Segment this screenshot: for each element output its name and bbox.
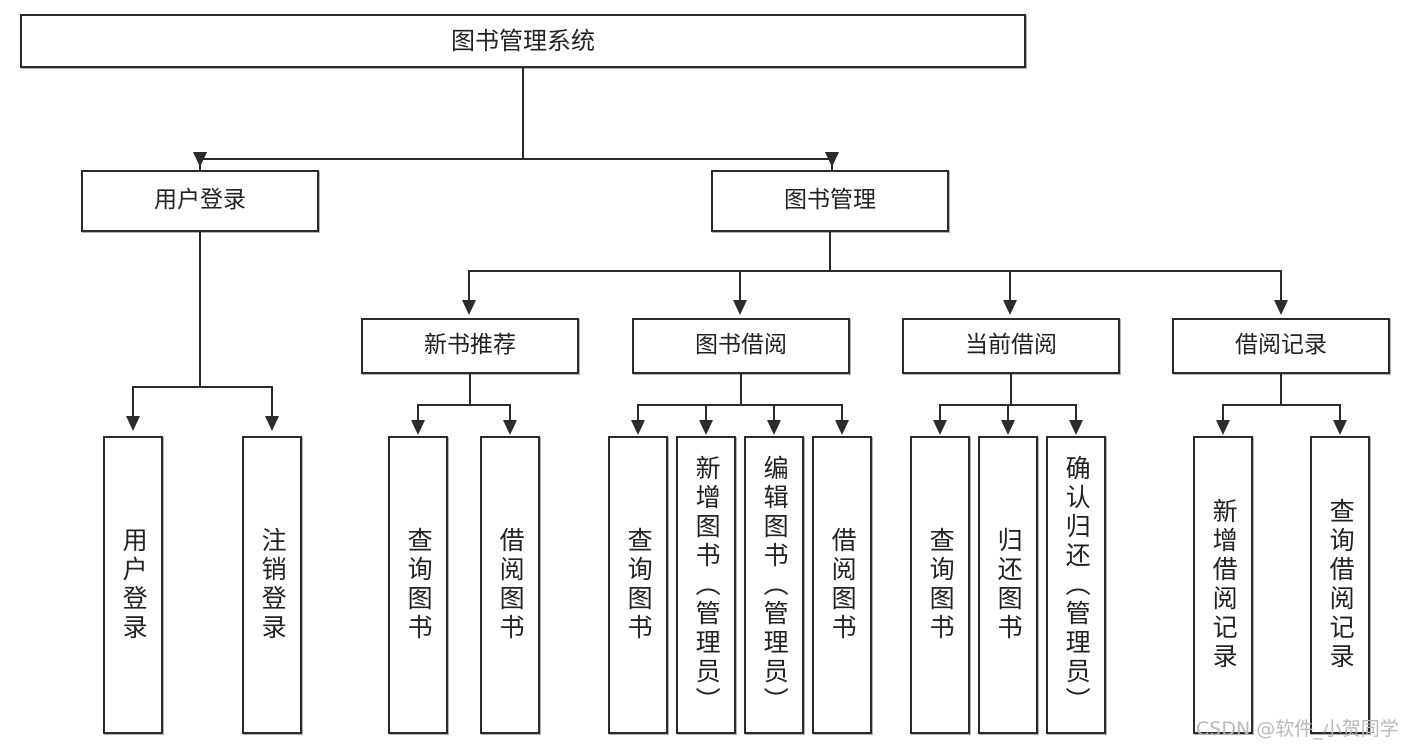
node-leaf-borrow-book[interactable]: 借阅图书 <box>812 436 872 734</box>
connector-root-bus <box>199 158 833 160</box>
connector-br-to-add-borrow-rec <box>1222 404 1224 422</box>
arrow-br-to-add-borrow-rec <box>1216 420 1230 435</box>
node-leaf-edit-book-admin-label: 编辑图书（管理员） <box>760 454 790 716</box>
arrow-nbr-to-borrow-book <box>503 420 517 435</box>
node-leaf-query-book-label: 查询图书 <box>624 527 654 643</box>
node-leaf-user-logout[interactable]: 注销登录 <box>242 436 302 734</box>
node-leaf-user-login-label: 用户登录 <box>119 527 149 643</box>
connector-br-to-query-borrow-rec <box>1339 404 1341 422</box>
arrow-bb-to-borrow-book <box>835 420 849 435</box>
connector-new-book-rec-stem <box>469 374 471 406</box>
connector-book-borrow-stem <box>740 374 742 406</box>
node-root[interactable]: 图书管理系统 <box>20 14 1026 68</box>
arrow-br-to-query-borrow-rec <box>1333 420 1347 435</box>
node-leaf-query-borrow-record[interactable]: 查询借阅记录 <box>1310 436 1370 734</box>
node-leaf-user-login[interactable]: 用户登录 <box>103 436 163 734</box>
connector-book-manage-stem <box>829 232 831 272</box>
node-leaf-borrow-book-recommend[interactable]: 借阅图书 <box>480 436 540 734</box>
connector-bb-to-borrow-book <box>841 404 843 422</box>
connector-bm-to-current-borrow <box>1009 270 1011 302</box>
arrow-root-to-book-manage <box>825 152 839 167</box>
node-book-manage[interactable]: 图书管理 <box>711 170 949 232</box>
node-leaf-user-logout-label: 注销登录 <box>258 527 288 643</box>
arrow-cb-to-confirm-return <box>1069 420 1083 435</box>
node-leaf-add-book-admin[interactable]: 新增图书（管理员） <box>676 436 736 734</box>
connector-user-login-stem <box>199 232 201 388</box>
connector-ul-to-leaf-user-logout <box>271 386 273 418</box>
arrow-cb-to-query-book <box>933 420 947 435</box>
connector-borrow-record-stem <box>1280 374 1282 406</box>
connector-borrow-record-bus <box>1222 404 1341 406</box>
connector-book-manage-bus <box>468 270 1282 272</box>
connector-ul-to-leaf-user-login <box>132 386 134 418</box>
node-book-borrow[interactable]: 图书借阅 <box>632 318 850 374</box>
node-leaf-return-book-label: 归还图书 <box>994 527 1024 643</box>
connector-bb-to-add-book <box>705 404 707 422</box>
node-leaf-query-borrow-record-label: 查询借阅记录 <box>1326 498 1356 672</box>
node-leaf-add-borrow-record-label: 新增借阅记录 <box>1209 498 1239 672</box>
arrow-bm-to-borrow-record <box>1274 300 1288 315</box>
csdn-watermark: CSDN @软件_小贺同学 <box>1196 718 1399 740</box>
connector-bm-to-new-book-rec <box>468 270 470 302</box>
node-leaf-add-book-admin-label: 新增图书（管理员） <box>692 454 722 716</box>
arrow-bm-to-new-book-rec <box>462 300 476 315</box>
node-book-manage-label: 图书管理 <box>784 187 876 214</box>
node-leaf-edit-book-admin[interactable]: 编辑图书（管理员） <box>744 436 804 734</box>
node-leaf-return-book[interactable]: 归还图书 <box>978 436 1038 734</box>
node-leaf-query-book-recommend[interactable]: 查询图书 <box>388 436 448 734</box>
arrow-ul-to-leaf-user-logout <box>265 416 279 431</box>
connector-current-borrow-stem <box>1010 374 1012 406</box>
node-root-label: 图书管理系统 <box>451 26 595 55</box>
connector-nbr-to-query-book <box>417 404 419 422</box>
connector-book-borrow-bus <box>637 404 842 406</box>
node-user-login-label: 用户登录 <box>154 187 246 214</box>
node-leaf-confirm-return-admin-label: 确认归还（管理员） <box>1062 454 1092 716</box>
node-current-borrow-label: 当前借阅 <box>965 332 1057 359</box>
connector-bm-to-book-borrow <box>739 270 741 302</box>
node-leaf-query-book-current[interactable]: 查询图书 <box>910 436 970 734</box>
node-leaf-query-book-current-label: 查询图书 <box>926 527 956 643</box>
node-borrow-record[interactable]: 借阅记录 <box>1172 318 1390 374</box>
connector-bb-to-query-book <box>637 404 639 422</box>
arrow-bm-to-current-borrow <box>1003 300 1017 315</box>
connector-bb-to-edit-book <box>773 404 775 422</box>
arrow-ul-to-leaf-user-login <box>126 416 140 431</box>
arrow-bb-to-edit-book <box>767 420 781 435</box>
node-leaf-query-book-recommend-label: 查询图书 <box>404 527 434 643</box>
node-new-book-recommend-label: 新书推荐 <box>424 332 516 359</box>
connector-cb-to-query-book <box>939 404 941 422</box>
arrow-nbr-to-query-book <box>411 420 425 435</box>
node-leaf-borrow-book-label: 借阅图书 <box>828 527 858 643</box>
arrow-cb-to-return-book <box>1001 420 1015 435</box>
connector-bm-to-borrow-record <box>1280 270 1282 302</box>
connector-cb-to-return-book <box>1007 404 1009 422</box>
node-leaf-add-borrow-record[interactable]: 新增借阅记录 <box>1193 436 1253 734</box>
node-current-borrow[interactable]: 当前借阅 <box>902 318 1120 374</box>
node-leaf-borrow-book-recommend-label: 借阅图书 <box>496 527 526 643</box>
connector-cb-to-confirm-return <box>1075 404 1077 422</box>
arrow-root-to-user-login <box>193 152 207 167</box>
node-new-book-recommend[interactable]: 新书推荐 <box>361 318 579 374</box>
node-book-borrow-label: 图书借阅 <box>695 332 787 359</box>
connector-root-stem <box>522 68 524 160</box>
node-leaf-confirm-return-admin[interactable]: 确认归还（管理员） <box>1046 436 1106 734</box>
arrow-bb-to-add-book <box>699 420 713 435</box>
arrow-bm-to-book-borrow <box>733 300 747 315</box>
node-user-login[interactable]: 用户登录 <box>81 170 319 232</box>
connector-nbr-to-borrow-book <box>509 404 511 422</box>
connector-user-login-bus <box>132 386 272 388</box>
node-borrow-record-label: 借阅记录 <box>1235 332 1327 359</box>
arrow-bb-to-query-book <box>631 420 645 435</box>
node-leaf-query-book[interactable]: 查询图书 <box>608 436 668 734</box>
connector-new-book-rec-bus <box>417 404 511 406</box>
